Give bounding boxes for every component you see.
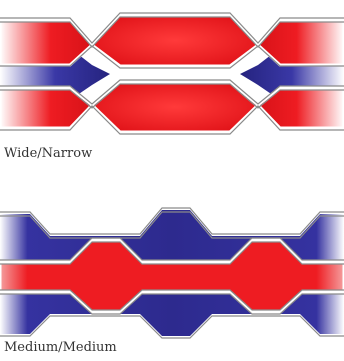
medium-medium-pattern [0, 208, 344, 338]
red-lower-center [92, 82, 258, 132]
caption-medium-medium: Medium/Medium [4, 340, 117, 355]
red-upper-center [92, 15, 258, 66]
red-lower-left [0, 88, 92, 128]
wide-narrow-pattern [0, 13, 344, 134]
caption-wide-narrow: Wide/Narrow [4, 146, 92, 161]
